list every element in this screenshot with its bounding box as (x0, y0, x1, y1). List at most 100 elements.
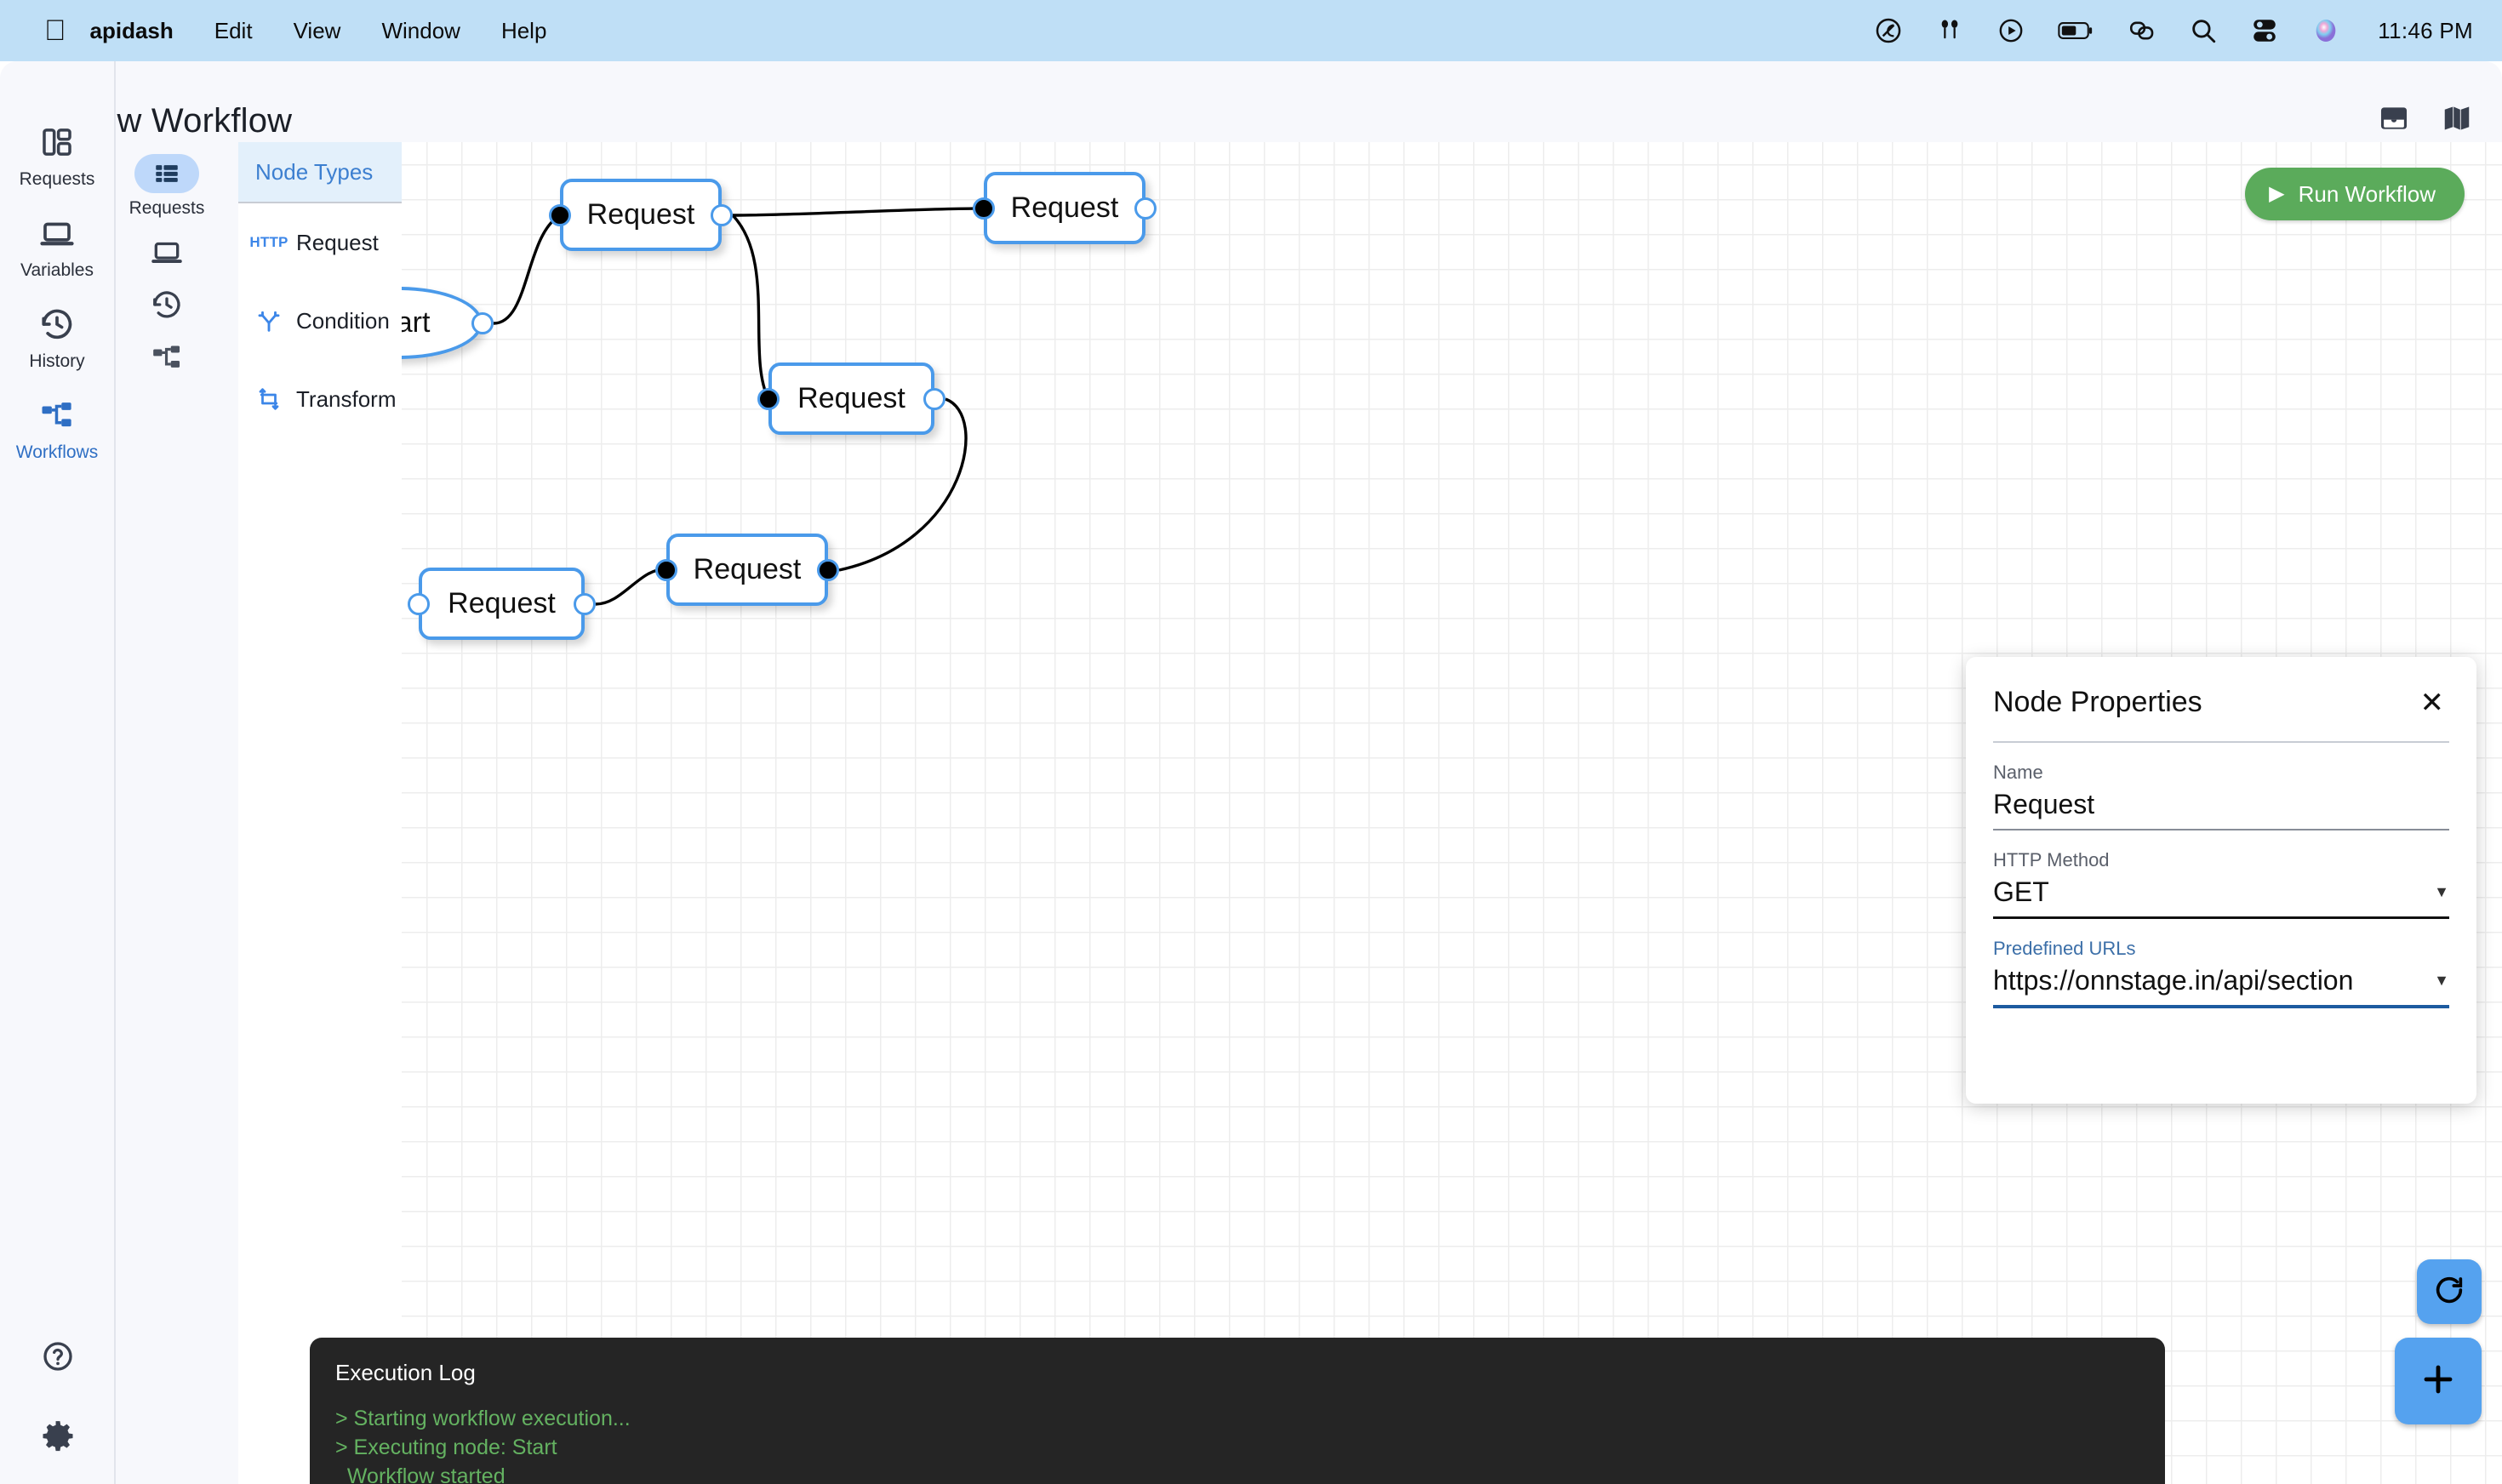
dashboard-icon (40, 123, 74, 162)
sidebar-item-history[interactable]: History (0, 305, 115, 372)
node-output-port[interactable] (574, 592, 596, 615)
workflow-node-request-5[interactable]: Request (408, 568, 596, 640)
node-input-port[interactable] (408, 592, 430, 615)
field-name: Name Request (1993, 762, 2449, 830)
field-label-predefined-urls: Predefined URLs (1993, 938, 2136, 959)
node-output-port[interactable] (817, 558, 839, 581)
edge-start-to-req1 (493, 214, 561, 325)
secondary-tab-rail: Requests (117, 142, 216, 1484)
history-clock-icon (134, 285, 199, 324)
node-types-panel: Node Types HTTP Request Condition (238, 142, 402, 1484)
node-type-transform[interactable]: Transform (238, 360, 402, 438)
node-type-label-transform: Transform (296, 385, 397, 412)
node-properties-title: Node Properties (1993, 686, 2202, 718)
laptop-icon (39, 214, 75, 253)
node-type-condition[interactable]: Condition (238, 282, 402, 360)
field-underline (1993, 916, 2449, 919)
spotlight-search-icon[interactable] (2189, 16, 2218, 45)
node-properties-panel: Node Properties ✕ Name Request HTTP Meth… (1966, 657, 2476, 1104)
workflow-node-request-2[interactable]: Request (973, 172, 1157, 244)
tab-requests[interactable]: Requests (129, 154, 205, 219)
siri-icon[interactable] (2311, 16, 2340, 45)
sidebar-label-variables: Variables (20, 260, 94, 280)
tab-workflows[interactable] (134, 338, 199, 377)
close-icon[interactable]: ✕ (2419, 686, 2445, 719)
sidebar-label-history: History (29, 351, 85, 371)
node-input-port[interactable] (757, 387, 780, 410)
airpods-icon[interactable] (1935, 16, 1964, 45)
tab-history[interactable] (134, 285, 199, 324)
menu-item-edit[interactable]: Edit (192, 17, 253, 43)
help-circle-icon[interactable] (41, 1339, 75, 1378)
node-label-request-5: Request (448, 587, 556, 619)
sidebar-item-variables[interactable]: Variables (0, 214, 115, 281)
field-label-name: Name (1993, 762, 2043, 783)
execution-log-line: > Starting workflow execution... (335, 1407, 631, 1430)
menu-item-help[interactable]: Help (479, 17, 546, 43)
panel-toggle-icon[interactable] (2378, 102, 2410, 139)
sidebar-bottom-group (0, 1339, 116, 1458)
workflow-node-request-4[interactable]: Request (655, 534, 839, 606)
plus-icon (2418, 1359, 2459, 1404)
node-output-port[interactable] (923, 387, 945, 410)
laptop-icon (134, 232, 199, 271)
node-types-header: Node Types (238, 142, 402, 203)
apple-logo-icon[interactable]:  (44, 16, 66, 45)
menu-item-view[interactable]: View (271, 17, 341, 43)
http-method-value: GET (1993, 876, 2049, 907)
node-output-port[interactable] (471, 311, 494, 334)
sidebar-label-requests: Requests (19, 169, 95, 189)
node-input-port[interactable] (655, 558, 677, 581)
refresh-fab[interactable] (2417, 1259, 2482, 1324)
tab-label-requests: Requests (129, 198, 205, 218)
battery-icon[interactable] (2058, 16, 2095, 45)
node-input-port[interactable] (973, 197, 995, 220)
node-output-port[interactable] (711, 203, 733, 226)
node-label-request-4: Request (693, 553, 802, 585)
name-input-value: Request (1993, 789, 2095, 819)
run-workflow-label: Run Workflow (2298, 180, 2436, 207)
now-playing-icon[interactable] (1996, 16, 2025, 45)
macos-menu-bar:  apidash Edit View Window Help (0, 0, 2502, 61)
workflow-nodes-icon (134, 338, 199, 377)
http-badge-label: HTTP (249, 234, 288, 250)
map-overview-icon[interactable] (2441, 102, 2473, 139)
screen-mirroring-icon[interactable] (2128, 16, 2156, 45)
name-input[interactable]: Request (1993, 784, 2449, 829)
workflow-node-request-1[interactable]: Request (549, 179, 733, 251)
add-node-fab[interactable] (2395, 1338, 2482, 1424)
node-input-port[interactable] (549, 203, 571, 226)
sidebar-item-workflows[interactable]: Workflows (0, 396, 115, 463)
gear-icon[interactable] (40, 1418, 76, 1458)
sidebar-item-requests[interactable]: Requests (0, 123, 115, 190)
menu-item-apidash[interactable]: apidash (68, 17, 174, 43)
tab-variables[interactable] (134, 232, 199, 271)
field-underline (1993, 829, 2449, 830)
run-workflow-button[interactable]: ▶ Run Workflow (2245, 168, 2465, 220)
edge-req1-to-req2 (732, 207, 985, 217)
sidebar-label-workflows: Workflows (15, 442, 99, 462)
menu-item-window[interactable]: Window (359, 17, 460, 43)
menu-bar-clock[interactable]: 11:46 PM (2378, 17, 2473, 43)
history-clock-icon (39, 305, 75, 344)
node-label-request-1: Request (586, 198, 695, 231)
field-predefined-urls: Predefined URLs https://onnstage.in/api/… (1993, 938, 2449, 1008)
node-output-port[interactable] (1134, 197, 1157, 220)
field-underline (1993, 1005, 2449, 1008)
control-center-icon[interactable] (2250, 16, 2279, 45)
node-type-request[interactable]: HTTP Request (238, 203, 402, 282)
refresh-icon (2432, 1273, 2466, 1311)
branch-condition-icon (255, 308, 283, 334)
predefined-urls-select[interactable]: https://onnstage.in/api/section ▼ (1993, 960, 2449, 1005)
workflow-node-request-3[interactable]: Request (757, 362, 945, 435)
header-icon-group (2378, 102, 2473, 139)
divider (1993, 741, 2449, 743)
http-icon: HTTP (249, 234, 288, 251)
primary-sidebar-rail: Requests Variables History (0, 61, 116, 1484)
http-method-select[interactable]: GET ▼ (1993, 871, 2449, 916)
creative-cloud-icon[interactable] (1874, 16, 1903, 45)
edge-req1-to-req3 (731, 214, 770, 400)
node-type-label-condition: Condition (296, 307, 390, 334)
chevron-down-icon: ▼ (2434, 883, 2449, 900)
workflow-node-start[interactable]: Start (402, 287, 494, 359)
